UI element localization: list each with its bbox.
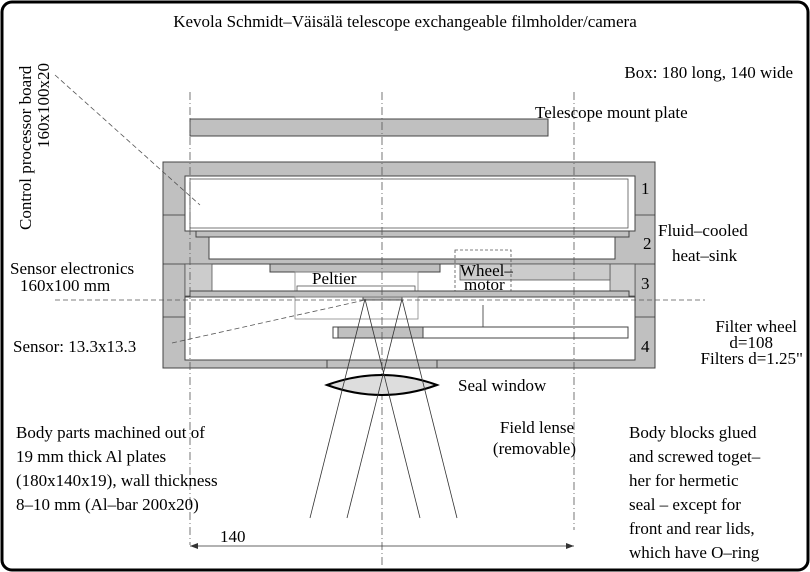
note-line: her for hermetic <box>629 471 739 490</box>
layer-number: 3 <box>641 274 650 293</box>
filter-wheel <box>332 326 629 339</box>
sensor-electronics-size: 160x100 mm <box>20 276 110 295</box>
sensor-electronics-label: Sensor electronics <box>10 259 134 278</box>
left-notes: Body parts machined out of 19 mm thick A… <box>16 423 218 514</box>
control-board <box>184 175 636 232</box>
sensor-label: Sensor: 13.3x13.3 <box>13 337 136 356</box>
leader-line <box>171 299 366 344</box>
leader-line <box>54 74 201 206</box>
heat-sink-label-2: heat–sink <box>672 246 738 265</box>
filter-wheel-label: Filter wheel <box>715 317 797 336</box>
filters-diameter: Filters d=1.25" <box>701 349 803 368</box>
field-lens <box>324 374 440 396</box>
box-dimensions-label: Box: 180 long, 140 wide <box>624 63 793 82</box>
wheel-motor-label: Wheel– <box>460 261 513 280</box>
field-lense-note: (removable) <box>493 439 576 458</box>
right-notes: Body blocks glued and screwed toget– her… <box>629 423 761 562</box>
control-board-size: 160x100x20 <box>34 63 53 148</box>
peltier-label: Peltier <box>312 269 357 288</box>
note-line: Body parts machined out of <box>16 423 205 442</box>
layer-number: 4 <box>641 337 650 356</box>
filter-wheel-diameter: d=108 <box>729 333 773 352</box>
note-line: and screwed toget– <box>629 447 761 466</box>
note-line: 8–10 mm (Al–bar 200x20) <box>16 495 199 514</box>
note-line: Body blocks glued <box>629 423 757 442</box>
light-rays <box>309 298 458 519</box>
heat-sink-cavity <box>208 236 616 260</box>
heat-sink-label: Fluid–cooled <box>658 221 748 240</box>
seal-window-label: Seal window <box>458 376 547 395</box>
mount-plate-label: Telescope mount plate <box>535 103 688 122</box>
layer-number: 1 <box>641 179 650 198</box>
wheel-motor-label-2: motor <box>464 275 505 294</box>
layer-number: 2 <box>643 234 652 253</box>
field-lense-label: Field lense <box>500 418 574 437</box>
note-line: front and rear lids, <box>629 519 755 538</box>
note-line: which have O–ring <box>629 543 760 562</box>
note-line: seal – except for <box>629 495 741 514</box>
control-board-label: Control processor board <box>16 65 35 230</box>
camera-body <box>162 161 656 369</box>
note-line: 19 mm thick Al plates <box>16 447 166 466</box>
diagram-title: Kevola Schmidt–Väisälä telescope exchang… <box>173 12 637 31</box>
dimension-label: 140 <box>220 527 246 546</box>
mount-plate <box>189 118 549 137</box>
note-line: (180x140x19), wall thickness <box>16 471 218 490</box>
